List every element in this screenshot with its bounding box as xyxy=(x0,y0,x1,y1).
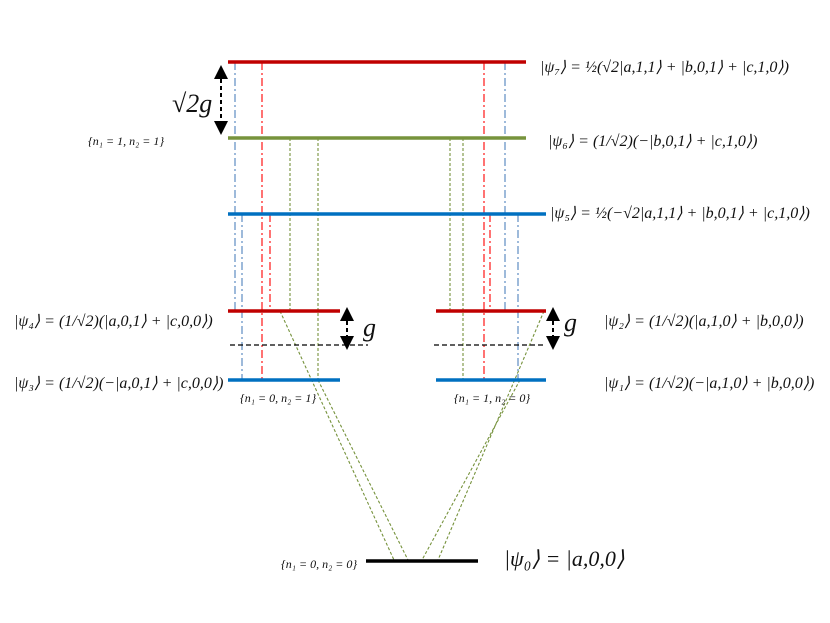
gap-arrows xyxy=(214,65,560,350)
olive-diagonal-line xyxy=(279,310,395,561)
transition-lines xyxy=(234,62,545,561)
state-label-psi4: |ψ₄⟩ = (1/√2)(|a,0,1⟩ + |c,0,0⟩) xyxy=(14,313,213,330)
olive-diagonal-line xyxy=(437,310,545,561)
state-label-psi3: |ψ₃⟩ = (1/√2)(−|a,0,1⟩ + |c,0,0⟩) xyxy=(14,375,223,392)
state-label-psi2: |ψ₂⟩ = (1/√2)(|a,1,0⟩ + |b,0,0⟩) xyxy=(604,313,804,330)
state-label-psi6: |ψ₆⟩ = (1/√2)(−|b,0,1⟩ + |c,1,0⟩) xyxy=(548,133,757,150)
state-label-psi7: |ψ₇⟩ = ½(√2|a,1,1⟩ + |b,0,1⟩ + |c,1,0⟩) xyxy=(540,59,789,76)
olive-diagonal-line xyxy=(317,379,409,561)
state-label-psi0: |ψ₀⟩ = |a,0,0⟩ xyxy=(504,546,625,571)
small-gap-label-left: g xyxy=(363,313,376,342)
state-label-psi5: |ψ₅⟩ = ½(−√2|a,1,1⟩ + |b,0,1⟩ + |c,1,0⟩) xyxy=(550,205,810,222)
manifold-label-top: {n₁ = 1, n₂ = 1} xyxy=(88,134,164,148)
manifold-label-left: {n₁ = 0, n₂ = 1} xyxy=(240,391,316,405)
manifold-label-right: {n₁ = 1, n₂ = 0} xyxy=(454,391,530,405)
manifold-label-ground: {n₁ = 0, n₂ = 0} xyxy=(281,557,357,571)
state-label-psi1: |ψ₁⟩ = (1/√2)(−|a,1,0⟩ + |b,0,0⟩) xyxy=(604,375,814,392)
olive-diagonal-line xyxy=(421,379,521,561)
large-gap-label: √2g xyxy=(172,89,212,118)
small-gap-label-right: g xyxy=(564,308,577,337)
energy-levels xyxy=(228,60,546,563)
